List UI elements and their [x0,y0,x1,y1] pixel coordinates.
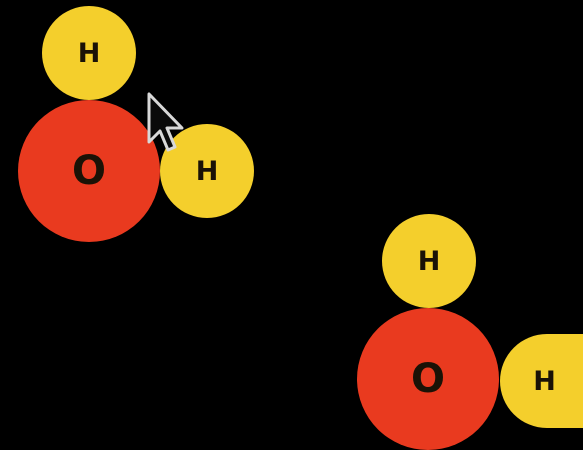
atom-label: O [71,148,106,194]
atom-label: H [77,37,101,69]
atom-label: H [533,365,556,397]
atom-label: H [417,245,441,277]
hydrogen-atom: H [382,214,476,308]
hydrogen-atom: H [500,334,583,428]
oxygen-atom: O [18,100,160,242]
atom-label: H [195,155,219,187]
hydrogen-atom: H [42,6,136,100]
hydrogen-atom: H [160,124,254,218]
oxygen-atom: O [357,308,499,450]
atom-label: O [410,356,445,402]
mouse-pointer-icon [147,92,184,152]
